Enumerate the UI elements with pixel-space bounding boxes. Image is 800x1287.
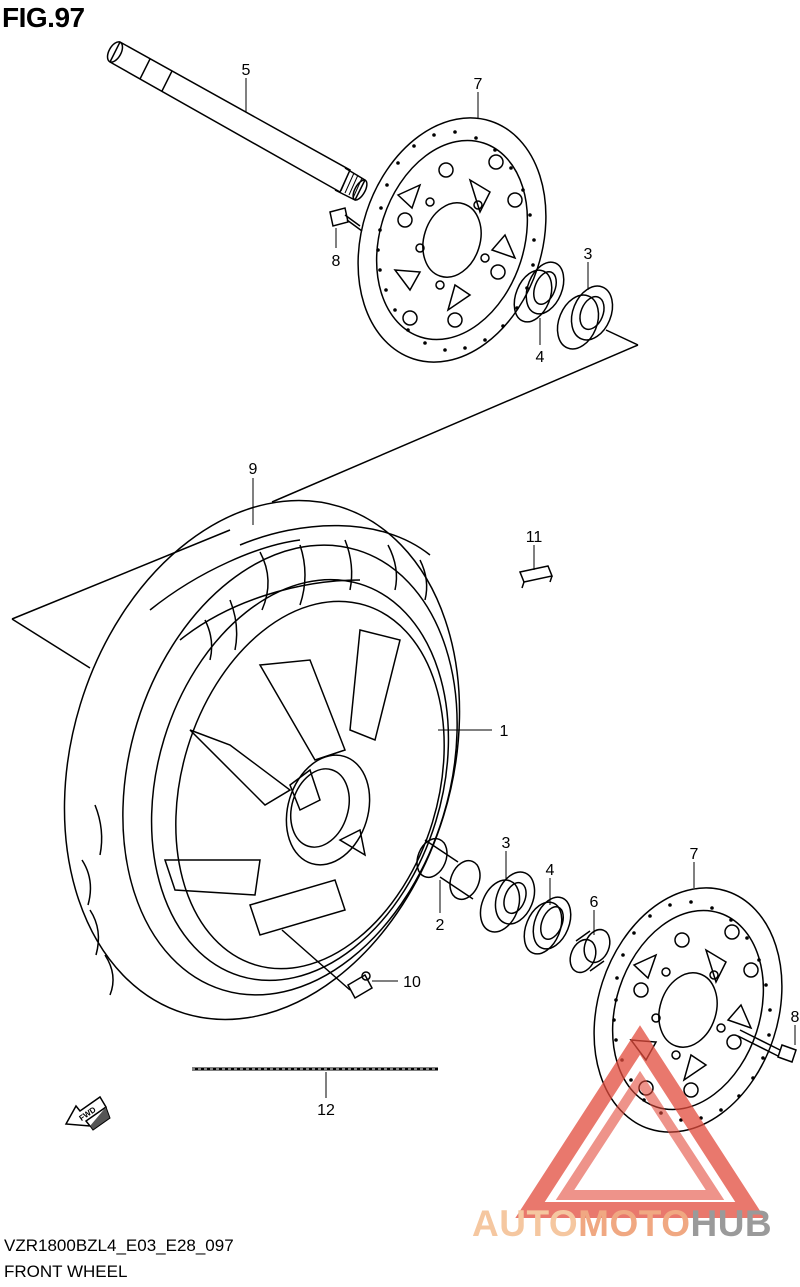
front-axle bbox=[106, 40, 368, 202]
callout-leader-lines bbox=[245, 78, 796, 1098]
callout-7-lower: 7 bbox=[690, 846, 699, 863]
watermark-brand: AUTOMOTOHUB bbox=[472, 1203, 772, 1245]
disc-upper-perforations bbox=[376, 130, 536, 352]
wheel-rim bbox=[150, 578, 450, 982]
callout-5: 5 bbox=[242, 62, 251, 79]
bearing-lower bbox=[479, 871, 536, 933]
figure-title: FIG.97 bbox=[2, 2, 85, 33]
callout-9: 9 bbox=[249, 461, 258, 478]
callout-4-lower: 4 bbox=[546, 862, 555, 879]
warning-triangle-logo bbox=[515, 1025, 765, 1218]
watermark-auto: AUTO bbox=[472, 1203, 579, 1244]
callout-6: 6 bbox=[590, 894, 599, 911]
balance-weight bbox=[518, 565, 554, 589]
model-code: VZR1800BZL4_E03_E28_097 bbox=[4, 1236, 234, 1255]
oil-seal-upper bbox=[513, 261, 565, 323]
forward-arrow-icon bbox=[64, 1095, 111, 1131]
disc-bolt-upper bbox=[329, 207, 363, 232]
collar bbox=[569, 928, 611, 974]
section-divider-lines bbox=[11, 329, 639, 669]
disc-bolt-lower bbox=[737, 1029, 797, 1063]
spacer bbox=[416, 837, 481, 901]
callout-12: 12 bbox=[317, 1102, 335, 1119]
figure-caption: FRONT WHEEL bbox=[4, 1262, 128, 1281]
watermark-moto: MOTO bbox=[578, 1203, 691, 1244]
callout-8-lower: 8 bbox=[791, 1009, 800, 1026]
brake-disc-upper bbox=[357, 117, 547, 363]
callout-2: 2 bbox=[436, 917, 445, 934]
watermark-hub: HUB bbox=[690, 1203, 773, 1244]
callout-7-upper: 7 bbox=[474, 76, 483, 93]
bearing-upper bbox=[556, 285, 614, 350]
callout-3-upper: 3 bbox=[584, 246, 593, 263]
callout-10: 10 bbox=[403, 974, 421, 991]
callout-4-upper: 4 bbox=[536, 349, 545, 366]
front-tire bbox=[63, 499, 461, 1021]
callout-8-upper: 8 bbox=[332, 253, 341, 270]
callout-11: 11 bbox=[526, 529, 543, 546]
callout-3-lower: 3 bbox=[502, 835, 511, 852]
callout-1: 1 bbox=[500, 723, 509, 740]
oil-seal-lower bbox=[523, 896, 572, 955]
tire-valve bbox=[281, 929, 374, 1000]
